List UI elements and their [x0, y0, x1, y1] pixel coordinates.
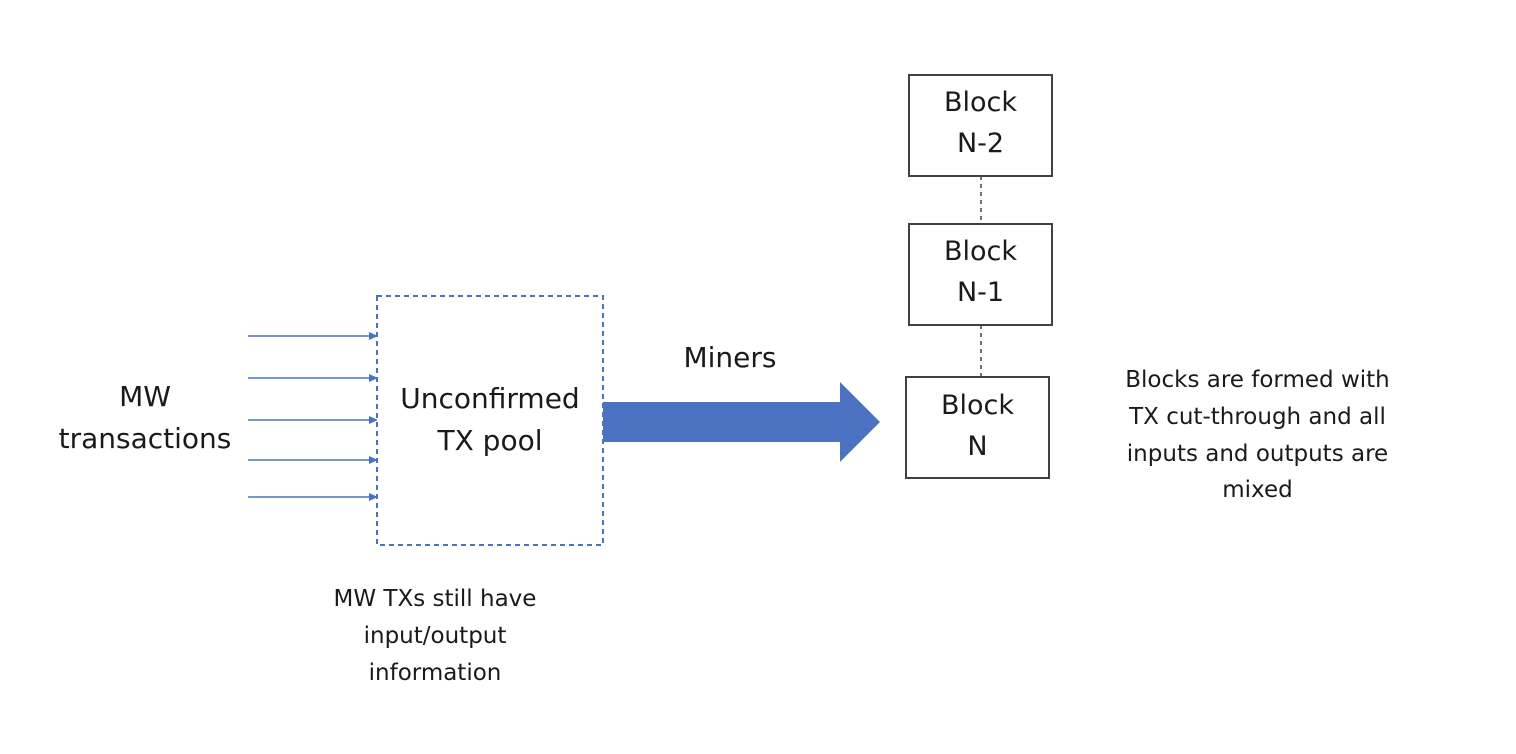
- block-n-1-label: Block N-1: [943, 236, 1018, 308]
- blocks-note: Blocks are formed with TX cut-through an…: [1125, 367, 1390, 504]
- miners-arrow: [603, 382, 880, 462]
- block-n-box: [905, 376, 1050, 479]
- miners-label: Miners: [683, 341, 777, 374]
- unconfirmed-pool-label: Unconfirmed TX pool: [400, 382, 580, 457]
- block-n-2-box: [908, 74, 1053, 177]
- incoming-transaction-arrows: [248, 332, 378, 501]
- unconfirmed-pool-box: [376, 295, 604, 546]
- block-n-2-label: Block N-2: [943, 87, 1018, 159]
- block-n-1-box: [908, 223, 1053, 326]
- mw-transactions-label: MW transactions: [58, 380, 232, 455]
- pool-note: MW TXs still have input/output informati…: [333, 586, 537, 686]
- block-n-label: Block N: [940, 390, 1015, 462]
